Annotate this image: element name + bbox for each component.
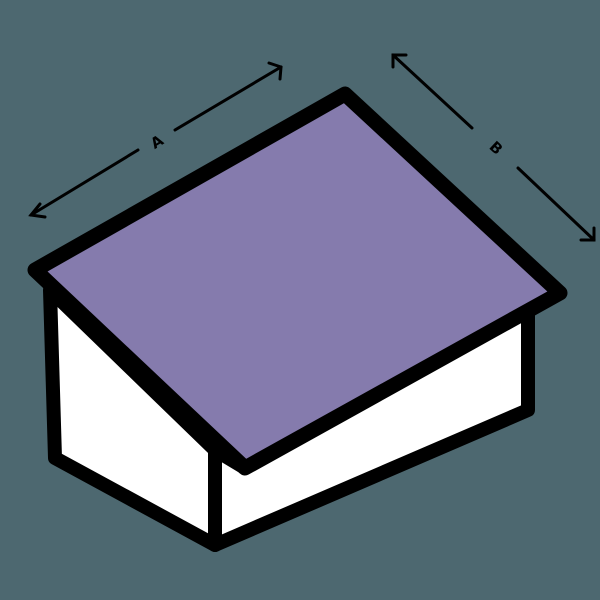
dimension-b [391, 53, 596, 242]
dimension-b-label: B [486, 138, 507, 159]
dimension-a-label: A [147, 131, 167, 153]
dimension-a [28, 61, 283, 219]
roof-surface [27, 86, 568, 476]
